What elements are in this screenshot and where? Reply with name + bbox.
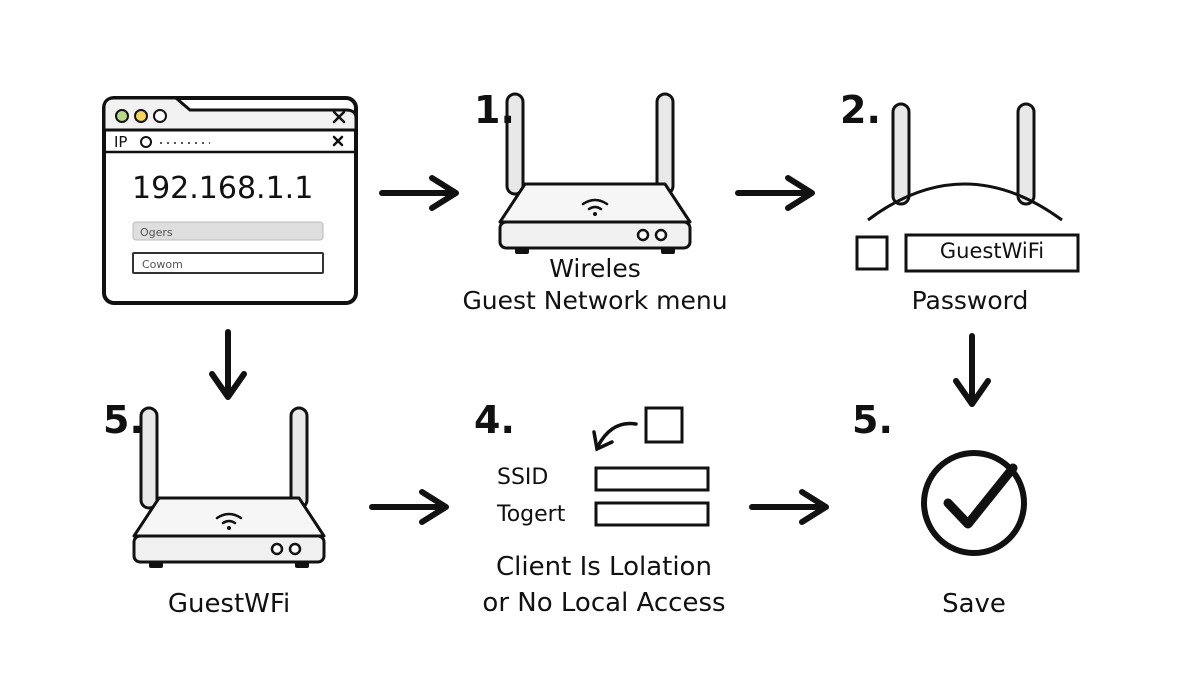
address-circle-icon <box>140 136 152 148</box>
router-icon <box>132 406 326 570</box>
checkmark-circle-icon <box>921 450 1027 556</box>
step-number-4: 4. <box>474 398 515 442</box>
router-icon <box>498 92 692 256</box>
step1-caption-line1: Wireles <box>549 254 641 283</box>
step4-caption-line2: or No Local Access <box>482 588 726 618</box>
router-icon <box>867 102 1063 222</box>
address-close-icon <box>332 135 344 147</box>
step1-caption-line2: Guest Network menu <box>462 286 728 315</box>
step-number-1: 1. <box>474 88 515 132</box>
browser-field-2 <box>132 252 324 274</box>
ip-address: 192.168.1.1 <box>132 171 313 206</box>
step2-caption: Password <box>911 286 1029 315</box>
window-minimize-dot <box>134 109 148 123</box>
step5-right-caption: Save <box>942 589 1006 619</box>
ssid-field-value: GuestWiFi <box>939 239 1045 263</box>
ssid-field <box>904 233 1080 273</box>
arrow-right-icon <box>735 175 815 211</box>
curved-arrow-icon <box>592 421 638 452</box>
ssid-field-label: SSID <box>497 465 549 490</box>
window-close-dot <box>115 109 129 123</box>
step-number-2: 2. <box>840 88 881 132</box>
arrow-right-icon <box>749 489 829 525</box>
browser-field-2-text: Cowom <box>142 258 183 271</box>
browser-field-1-text: Ogers <box>140 226 173 239</box>
step4-caption-line1: Client Is Lolation <box>496 552 712 582</box>
target-input-box <box>594 501 710 527</box>
arrow-down-icon <box>209 329 247 400</box>
checkbox-icon <box>855 235 889 271</box>
arrow-down-icon <box>953 333 991 407</box>
arrow-right-icon <box>379 175 459 211</box>
arrow-right-icon <box>369 489 449 525</box>
step5-left-caption: GuestWFi <box>167 589 291 619</box>
window-maximize-dot <box>153 109 167 123</box>
step-number-5-left: 5. <box>103 398 144 442</box>
checkbox-icon <box>644 406 684 444</box>
ssid-input-box <box>594 466 710 492</box>
browser-window-icon: IP 192.168.1.1 Ogers Cowom <box>102 96 358 305</box>
target-field-label: Togert <box>497 502 566 527</box>
browser-field-1 <box>132 221 324 241</box>
step-number-5-right: 5. <box>852 398 893 442</box>
address-prefix: IP <box>114 133 127 151</box>
tab-close-icon <box>332 110 346 124</box>
